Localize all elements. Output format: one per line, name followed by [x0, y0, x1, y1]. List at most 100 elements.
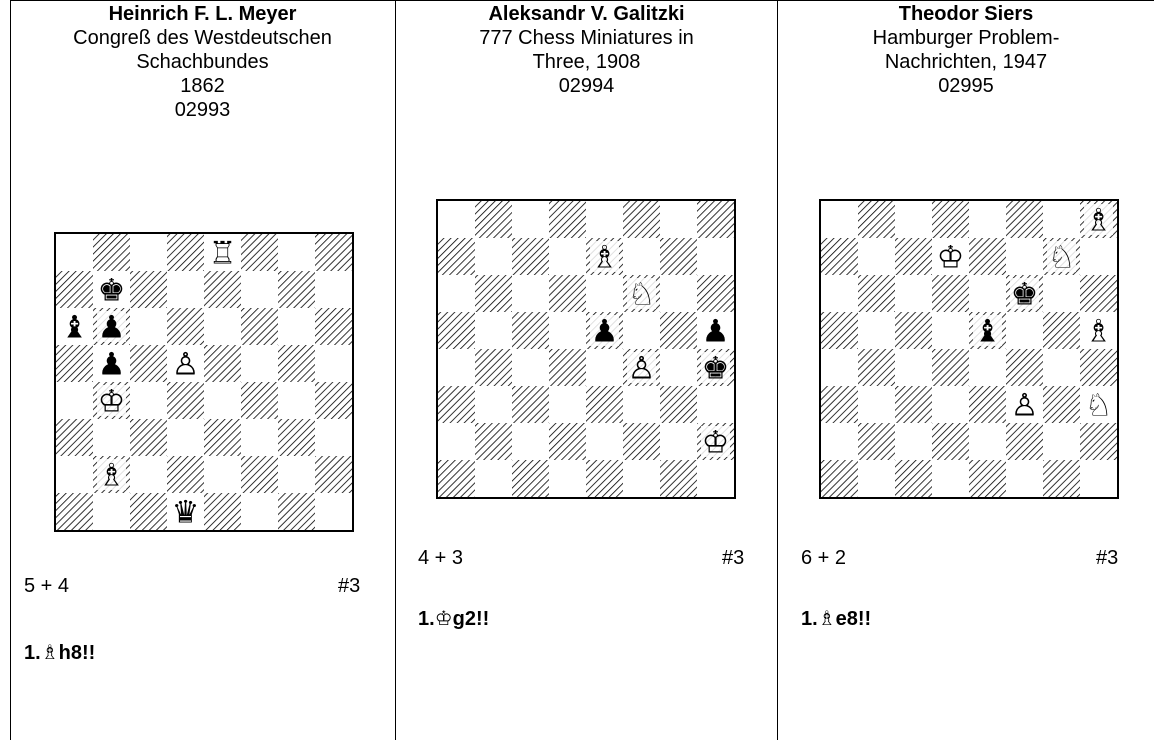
solution: 1.♔g2!! — [418, 606, 489, 631]
light-square — [130, 234, 167, 271]
dark-square — [56, 345, 93, 382]
dark-square — [167, 382, 204, 419]
light-square — [586, 201, 623, 238]
dark-square — [167, 234, 204, 271]
black-pawn-icon: ♟ — [98, 347, 126, 383]
light-square — [315, 345, 352, 382]
light-square — [549, 460, 586, 497]
dark-square — [512, 238, 549, 275]
dark-square — [204, 419, 241, 456]
white-king-icon: ♔ — [98, 384, 126, 420]
dark-square — [1043, 460, 1080, 497]
white-rook-icon: ♖ — [209, 236, 237, 272]
light-square — [315, 419, 352, 456]
dark-square — [475, 275, 512, 312]
black-pawn-icon: ♟ — [591, 314, 619, 350]
board-grid: ♖♚♝♟♟♙♔♗♛ — [56, 234, 352, 530]
stipulation: #3 — [338, 574, 360, 598]
dark-square — [821, 238, 858, 275]
dark-square — [438, 312, 475, 349]
black-king-icon: ♚ — [702, 351, 730, 387]
light-square — [512, 201, 549, 238]
dark-square — [130, 493, 167, 530]
white-pawn-icon: ♙ — [1011, 388, 1039, 424]
light-square — [821, 201, 858, 238]
dark-square — [932, 349, 969, 386]
problem-header: Aleksandr V. Galitzki 777 Chess Miniatur… — [396, 2, 777, 98]
light-square — [475, 386, 512, 423]
dark-square — [895, 312, 932, 349]
dark-square — [660, 238, 697, 275]
dark-square — [697, 201, 734, 238]
dark-square — [512, 386, 549, 423]
dark-square — [167, 308, 204, 345]
light-square — [475, 460, 512, 497]
dark-square — [932, 201, 969, 238]
dark-square — [204, 271, 241, 308]
light-square — [1043, 349, 1080, 386]
black-queen-icon: ♛ — [172, 495, 200, 531]
dark-square — [475, 349, 512, 386]
light-square — [660, 275, 697, 312]
light-square — [821, 349, 858, 386]
stipulation: #3 — [1096, 546, 1118, 570]
dark-square — [1006, 423, 1043, 460]
dark-square — [241, 308, 278, 345]
light-square — [821, 423, 858, 460]
light-square — [167, 271, 204, 308]
dark-square — [241, 234, 278, 271]
light-square — [241, 419, 278, 456]
problem-header: Theodor Siers Hamburger Problem- Nachric… — [778, 2, 1154, 98]
black-king-icon: ♚ — [1011, 277, 1039, 313]
dark-square — [438, 460, 475, 497]
bishop-icon: ♗ — [41, 640, 59, 664]
light-square — [697, 460, 734, 497]
solution-prefix: 1. — [418, 608, 435, 630]
dark-square — [204, 345, 241, 382]
problem-header: Heinrich F. L. Meyer Congreß des Westdeu… — [10, 2, 395, 122]
dark-square — [895, 460, 932, 497]
dark-square — [969, 386, 1006, 423]
dark-square — [623, 201, 660, 238]
dark-square — [969, 460, 1006, 497]
light-square — [241, 271, 278, 308]
dark-square — [858, 349, 895, 386]
light-square — [512, 423, 549, 460]
dark-square — [130, 345, 167, 382]
dark-square — [93, 234, 130, 271]
light-square — [549, 312, 586, 349]
white-knight-icon: ♘ — [628, 277, 656, 313]
dark-square — [315, 234, 352, 271]
source-line: Three, 1908 — [396, 50, 777, 74]
dark-square — [315, 456, 352, 493]
light-square — [278, 382, 315, 419]
author-name: Aleksandr V. Galitzki — [396, 2, 777, 26]
dark-square — [438, 386, 475, 423]
white-bishop-icon: ♗ — [591, 240, 619, 276]
dark-square — [660, 460, 697, 497]
dark-square — [1006, 349, 1043, 386]
dark-square — [1080, 275, 1117, 312]
chess-board: ♗♔♘♚♝♗♙♘ — [819, 199, 1119, 499]
problem-column-2: Aleksandr V. Galitzki 777 Chess Miniatur… — [396, 0, 778, 740]
light-square — [278, 308, 315, 345]
dark-square — [969, 238, 1006, 275]
light-square — [278, 234, 315, 271]
dark-square — [549, 349, 586, 386]
light-square — [969, 423, 1006, 460]
dark-square — [315, 382, 352, 419]
light-square — [895, 275, 932, 312]
dark-square — [932, 275, 969, 312]
light-square — [438, 423, 475, 460]
light-square — [969, 275, 1006, 312]
light-square — [586, 275, 623, 312]
source-line: Nachrichten, 1947 — [778, 50, 1154, 74]
light-square — [438, 275, 475, 312]
dark-square — [549, 423, 586, 460]
solution: 1.♗e8!! — [801, 606, 871, 631]
piece-count: 5 + 4 — [24, 574, 69, 598]
light-square — [932, 460, 969, 497]
problem-column-1: Heinrich F. L. Meyer Congreß des Westdeu… — [10, 0, 396, 740]
dark-square — [278, 345, 315, 382]
dark-square — [586, 386, 623, 423]
